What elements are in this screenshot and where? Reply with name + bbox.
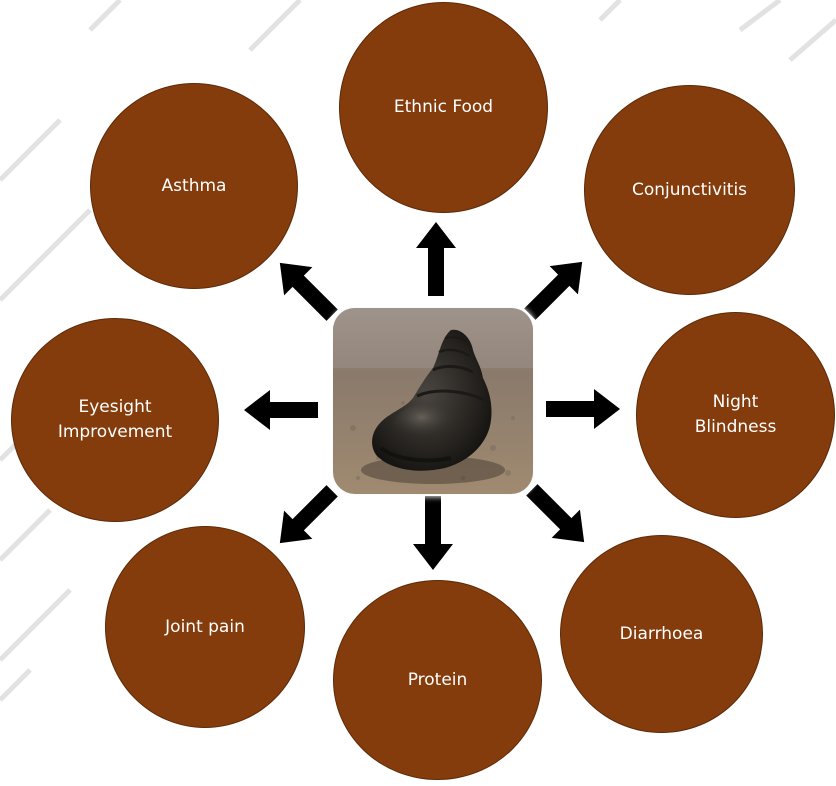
arrow-to-night-blindness bbox=[546, 389, 620, 429]
arrow-to-ethnic-food bbox=[416, 222, 456, 296]
node-label-protein: Protein bbox=[408, 668, 468, 693]
node-protein: Protein bbox=[333, 580, 542, 780]
arrow-to-joint-pain bbox=[266, 477, 347, 558]
node-label-joint-pain: Joint pain bbox=[165, 615, 245, 640]
arrow-to-eyesight-improvement bbox=[244, 390, 318, 430]
node-conjunctivitis: Conjunctivitis bbox=[584, 85, 795, 295]
node-label-night-blindness: Night Blindness bbox=[695, 390, 777, 440]
node-night-blindness: Night Blindness bbox=[636, 312, 835, 518]
node-asthma: Asthma bbox=[90, 83, 298, 289]
arrow-to-diarrhoea bbox=[518, 476, 599, 557]
snail-shell-icon bbox=[333, 308, 533, 494]
node-label-asthma: Asthma bbox=[162, 174, 227, 199]
node-label-diarrhoea: Diarrhoea bbox=[620, 622, 704, 647]
node-label-conjunctivitis: Conjunctivitis bbox=[632, 178, 747, 203]
node-diarrhoea: Diarrhoea bbox=[560, 535, 763, 733]
node-eyesight-improvement: Eyesight Improvement bbox=[11, 318, 219, 522]
arrow-to-protein bbox=[413, 496, 453, 570]
node-joint-pain: Joint pain bbox=[105, 526, 305, 728]
node-label-eyesight-improvement: Eyesight Improvement bbox=[58, 395, 172, 445]
arrow-to-asthma bbox=[266, 249, 347, 330]
node-ethnic-food: Ethnic Food bbox=[339, 2, 548, 213]
center-snail-photo bbox=[333, 308, 533, 494]
node-label-ethnic-food: Ethnic Food bbox=[394, 95, 493, 120]
